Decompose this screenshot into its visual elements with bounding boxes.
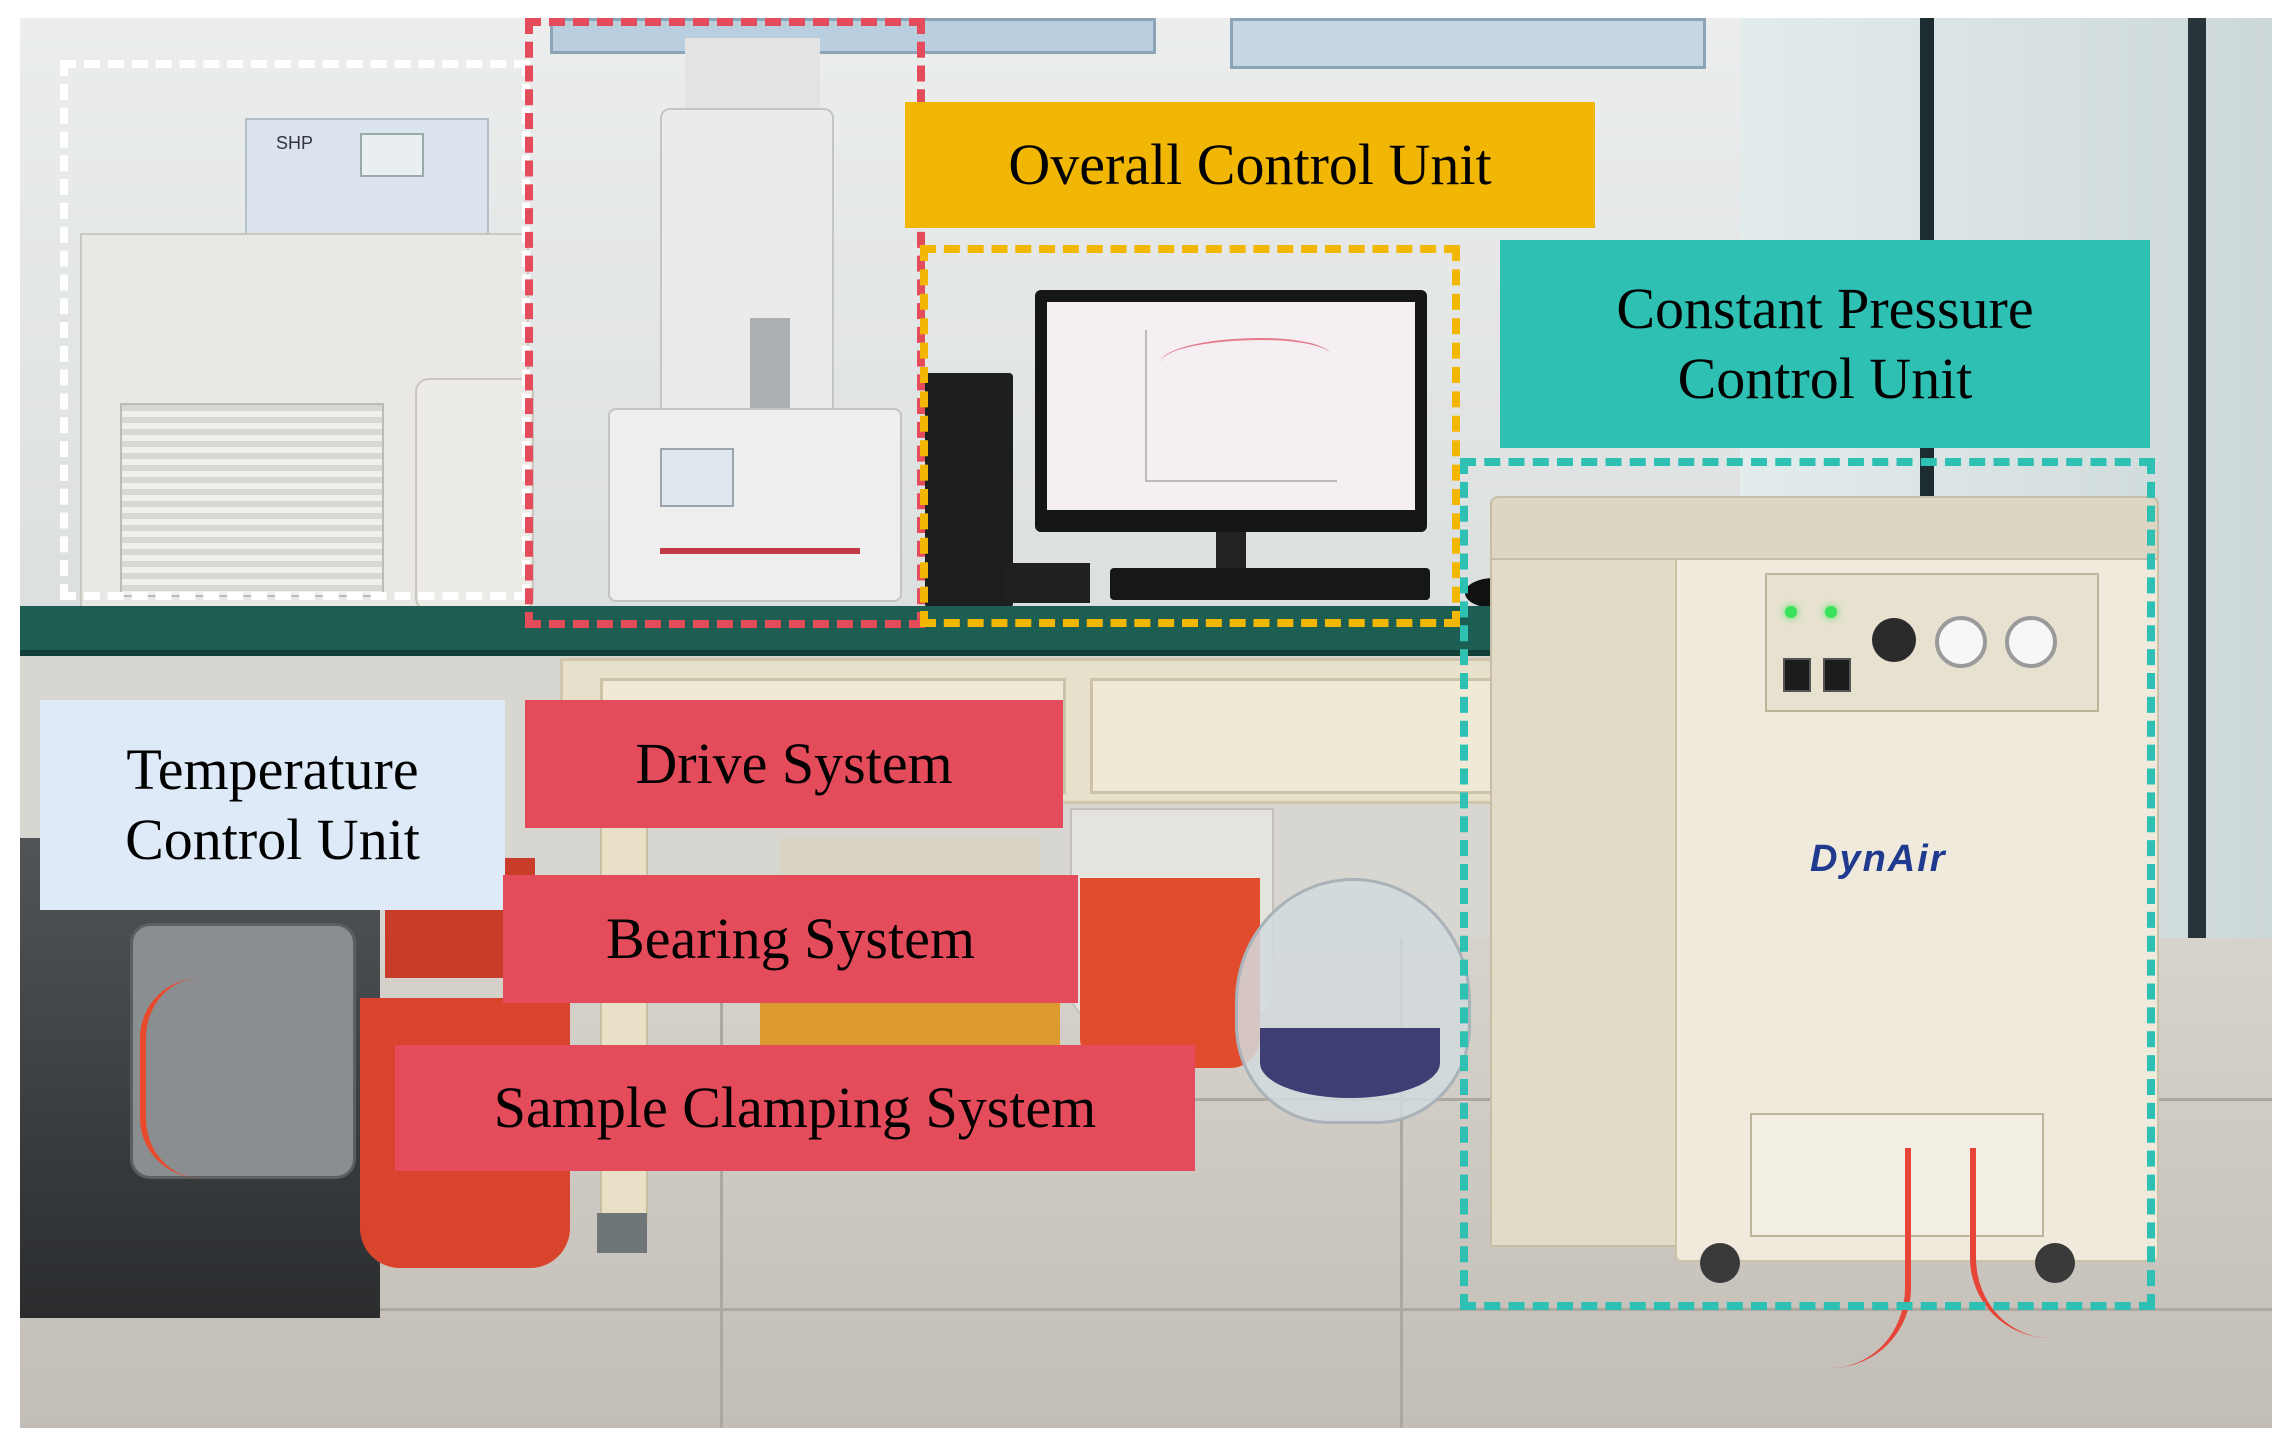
monitor-plot-area [1145,330,1337,482]
constant-pressure-control-unit-label: Constant Pressure Control Unit [1500,240,2150,448]
pressure-knob [1872,618,1916,662]
temperature-control-unit-label: Temperature Control Unit [40,700,505,910]
caster-wheel [2035,1243,2075,1283]
keyboard [1110,568,1430,600]
desiccant [1260,1028,1440,1098]
drive-system-outline [525,18,925,628]
rheometer-screen [660,448,734,507]
water-jug [415,378,534,612]
bench-drawer [1090,678,1566,794]
red-bucket [1080,878,1260,1068]
monitor-curve [1160,338,1330,380]
rheometer-column [660,108,834,462]
monitor-stand [1216,532,1246,572]
overall-control-unit-outline [920,245,1460,627]
air-hose [1970,1148,2096,1338]
floor-tile-line [1400,938,1403,1428]
bench-foot [597,1213,647,1253]
pressure-gauge [1935,616,1987,668]
temperature-control-unit-outline [60,60,530,600]
drive-system-label: Drive System [525,700,1063,828]
power-led [1785,606,1797,618]
pump-hose [140,978,296,1178]
compressor-brand: DynAir [1810,838,1947,880]
pressure-gauge [2005,616,2057,668]
chiller-badge: SHP [276,133,314,153]
constant-pressure-control-unit-outline [1460,458,2155,1310]
floor-tile-line [720,938,723,1428]
caster-wheel [1700,1243,1740,1283]
chiller-display [360,133,424,177]
chiller-controller [245,118,489,247]
bearing-system-label: Bearing System [503,875,1078,1003]
desktop-tower [925,373,1013,608]
sample-clamping-system-label: Sample Clamping System [395,1045,1195,1171]
keyboard [1005,563,1090,603]
overall-control-unit-label: Overall Control Unit [905,102,1595,228]
monitor-screen [1047,302,1415,510]
chiller-vent [120,403,384,597]
power-switch [1823,658,1851,692]
wall-poster [1230,18,1706,69]
floor-tile-line [20,1308,2272,1311]
bench-top [20,606,1610,656]
compressor-lid [1490,496,2159,560]
air-hose [1775,1148,1911,1368]
power-led [1825,606,1837,618]
rheometer-base [608,408,902,602]
power-switch [1783,658,1811,692]
rheometer-stripe [660,548,860,554]
